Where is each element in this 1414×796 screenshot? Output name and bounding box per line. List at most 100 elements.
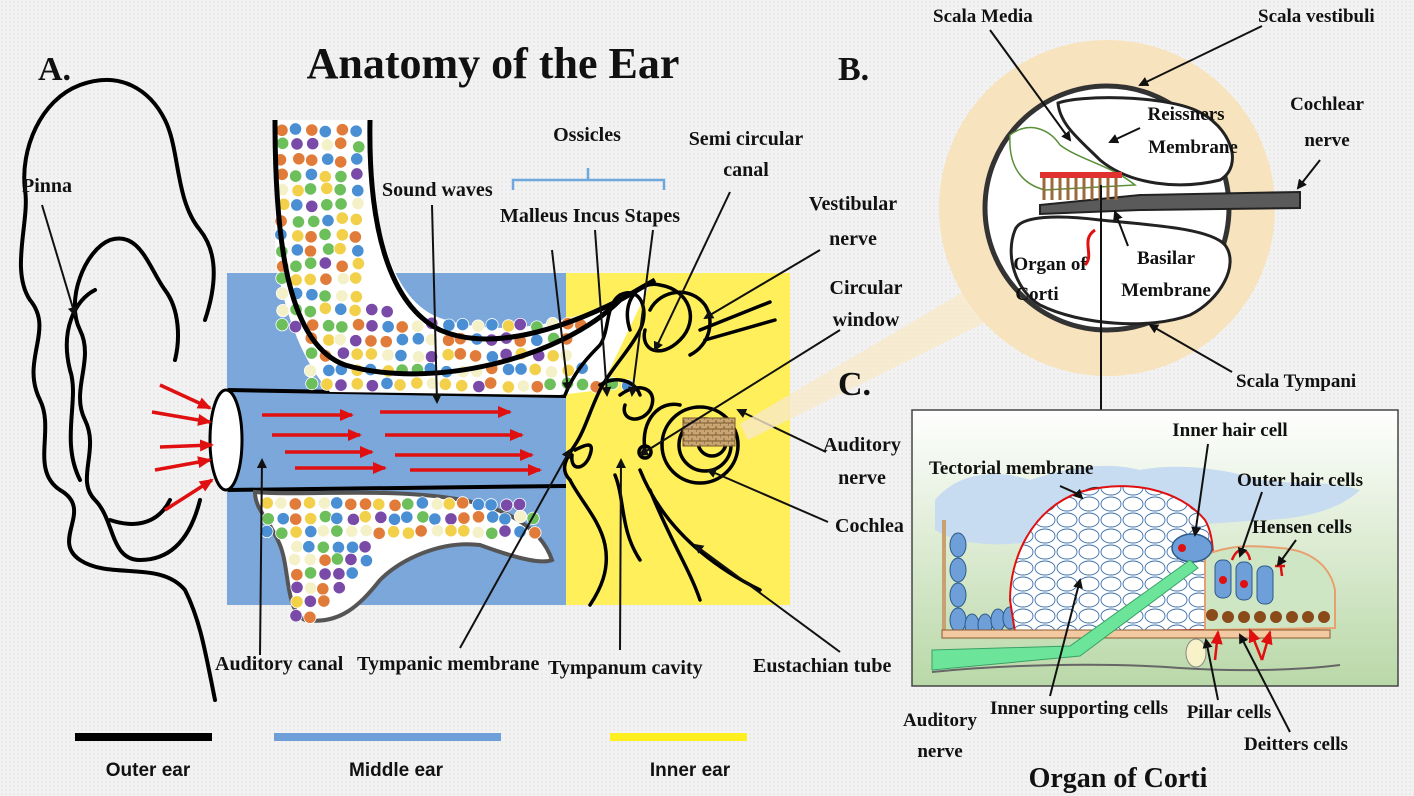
tissue-cell-dot [336, 321, 348, 333]
tissue-cell-dot [352, 257, 364, 269]
tissue-cell-dot [359, 510, 371, 522]
tissue-cell-dot [306, 377, 318, 389]
inner-hair-cell-label: Inner hair cell [1172, 420, 1287, 441]
tissue-cell-dot [321, 153, 333, 165]
tissue-cell-dot [331, 512, 343, 524]
tissue-cell-dot [318, 595, 330, 607]
tissue-cell-dot [261, 525, 273, 537]
tissue-cell-dot [345, 525, 357, 537]
tissue-cell-dot [515, 363, 527, 375]
tissue-cell-dot [443, 498, 455, 510]
tissue-cell-dot [333, 582, 345, 594]
tissue-cell-dot [304, 582, 316, 594]
tectorial-membrane-label: Tectorial membrane [929, 458, 1093, 479]
tissue-cell-dot [304, 512, 316, 524]
organ-of-corti-label-1: Organ of [1013, 254, 1087, 275]
tissue-cell-dot [335, 198, 347, 210]
tissue-cell-dot [485, 499, 497, 511]
tissue-cell-dot [458, 525, 470, 537]
tissue-cell-dot [350, 125, 362, 137]
reissners-membrane-label-1: Reissners [1147, 104, 1224, 125]
tissue-cell-dot [291, 244, 303, 256]
scala-media-label: Scala Media [933, 6, 1033, 27]
tissue-cell-dot [387, 526, 399, 538]
middle-ear-swatch [274, 733, 501, 741]
tissue-cell-dot [276, 527, 288, 539]
outer-ear-swatch [75, 733, 212, 741]
tissue-cell-dot [321, 199, 333, 211]
tympanic-membrane-label: Tympanic membrane [357, 653, 540, 675]
tissue-cell-dot [336, 290, 348, 302]
tissue-cell-dot [360, 524, 372, 536]
tissue-cell-dot [359, 498, 371, 510]
tissue-cell-dot [291, 199, 303, 211]
tissue-cell-dot [366, 303, 378, 315]
tissue-cell-dot [292, 230, 304, 242]
tissue-cell-dot [335, 303, 347, 315]
tissue-cell-dot [334, 242, 346, 254]
tissue-cell-dot [304, 365, 316, 377]
vestibular-nerve-label-2: nerve [829, 228, 877, 250]
tissue-cell-dot [513, 498, 525, 510]
tissue-cell-dot [304, 611, 316, 623]
tissue-cell-dot [402, 498, 414, 510]
tissue-cell-dot [442, 348, 454, 360]
tissue-cell-dot [411, 320, 423, 332]
tissue-cell-dot [320, 273, 332, 285]
tissue-cell-dot [334, 333, 346, 345]
tissue-cell-dot [317, 525, 329, 537]
tissue-cell-dot [382, 349, 394, 361]
tissue-cell-dot [352, 184, 364, 196]
tissue-cell-dot [366, 320, 378, 332]
tissue-cell-dot [416, 497, 428, 509]
tissue-cell-dot [308, 215, 320, 227]
tissue-cell-dot [347, 513, 359, 525]
tissue-cell-dot [380, 335, 392, 347]
tissue-cell-dot [277, 304, 289, 316]
tissue-cell-dot [351, 168, 363, 180]
auditory-nerve-label-2: nerve [838, 467, 886, 489]
semi-circular-canal-label-1: Semi circular [689, 128, 804, 150]
tissue-cell-dot [261, 497, 273, 509]
panel-a-title: Anatomy of the Ear [307, 39, 680, 88]
inner-supporting-cells-label: Inner supporting cells [990, 698, 1168, 719]
tissue-cell-dot [366, 379, 378, 391]
tissue-cell-dot [335, 137, 347, 149]
tissue-cell-dot [291, 569, 303, 581]
tissue-cell-dot [333, 568, 345, 580]
tissue-cell-dot [304, 553, 316, 565]
tissue-cell-dot [562, 364, 574, 376]
tissue-cell-dot [499, 513, 511, 525]
tissue-cell-dot [350, 334, 362, 346]
tissue-cell-dot [531, 380, 543, 392]
tissue-cell-dot [332, 541, 344, 553]
tissue-cell-dot [293, 153, 305, 165]
tissue-cell-dot [289, 320, 301, 332]
tissue-cell-dot [352, 318, 364, 330]
tissue-cell-dot [456, 497, 468, 509]
outer-hair-cells-label: Outer hair cells [1237, 470, 1363, 491]
tissue-cell-dot [456, 379, 468, 391]
inner-ear-legend-label: Inner ear [650, 760, 731, 781]
tissue-cell-dot [396, 333, 408, 345]
tissue-cell-dot [472, 498, 484, 510]
tissue-cell-dot [547, 350, 559, 362]
deitters-cells-label: Deitters cells [1244, 734, 1348, 755]
tissue-cell-dot [319, 290, 331, 302]
tympanum-cavity-label: Tympanum cavity [548, 657, 703, 679]
tissue-cell-dot [323, 334, 335, 346]
pinna-label: Pinna [22, 175, 72, 197]
circular-window-label-2: window [833, 309, 900, 331]
reissners-membrane-label-2: Membrane [1148, 137, 1238, 158]
tissue-cell-dot [402, 527, 414, 539]
tissue-cell-dot [345, 498, 357, 510]
tissue-cell-dot [319, 228, 331, 240]
tissue-cell-dot [529, 363, 541, 375]
tissue-cell-dot [458, 512, 470, 524]
tissue-cell-dot [276, 124, 288, 136]
tissue-cell-dot [502, 320, 514, 332]
tissue-cell-dot [486, 511, 498, 523]
tissue-cell-dot [469, 350, 481, 362]
tissue-cell-dot [382, 320, 394, 332]
tissue-cell-dot [472, 526, 484, 538]
